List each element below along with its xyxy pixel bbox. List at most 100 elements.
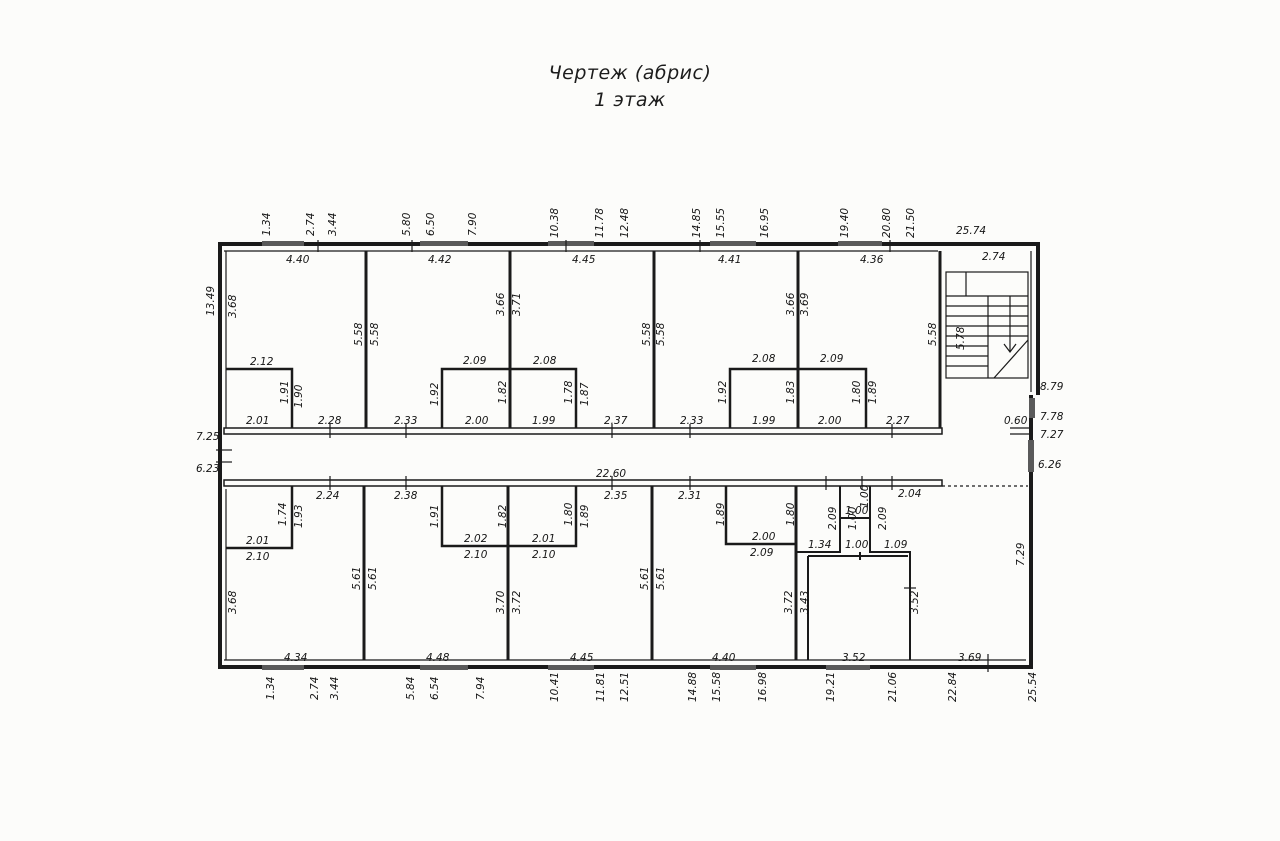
room-width: 4.40 [712,652,736,664]
closet-dim: 1.09 [884,539,908,551]
closet-dim: 1.82 [497,504,509,528]
corridor-side-dim: 2.31 [678,490,701,502]
window-right-lower [1028,440,1034,472]
right-label-1: 8.79 [1040,381,1064,393]
closet-dim: 1.80 [785,502,797,526]
bottom-partitions [226,486,911,660]
closet-dim: 2.09 [827,506,839,530]
top-tick-label: 21.50 [905,208,917,238]
bottom-tick-label: 3.44 [329,677,341,700]
right-label-2: 7.78 [1040,411,1064,423]
window-right-upper [1029,398,1035,418]
left-corridor-lower: 6.23 [196,463,219,475]
left-overall-height: 13.49 [205,286,217,316]
closet-dim: 2.08 [533,355,557,367]
windows-top [262,241,882,246]
closet-dim: 1.89 [579,504,591,528]
corridor-walls [223,427,1028,487]
bottom-tick-label: 2.74 [309,677,321,700]
closet-dim: 2.02 [464,533,488,545]
closet-dim: 1.00 [859,484,871,508]
closet-width: 2.10 [246,551,270,563]
room-height: 5.78 [955,326,967,350]
dimension-ticks [317,240,989,672]
room-height: 5.61 [351,567,363,590]
top-tick-label: 7.90 [467,212,479,236]
room-height: 3.52 [909,590,921,614]
top-tick-label: 1.34 [261,213,273,236]
staircase [945,271,1029,379]
closet-dim: 1.34 [808,539,831,551]
inner-outline [224,250,1032,661]
outer-walls [218,242,1040,669]
room-height: 3.72 [511,590,523,614]
closet-dim: 1.00 [847,506,859,530]
bottom-tick-label: 6.54 [429,677,441,700]
room-height: 3.69 [799,292,811,316]
bottom-tick-label: 16.98 [757,672,769,702]
top-tick-label: 19.40 [839,208,851,238]
corridor-side-dim: 2.00 [818,415,842,427]
corridor-side-dim: 2.00 [465,415,489,427]
windows-bottom [262,665,870,670]
closet-dim: 1.91 [429,505,441,528]
room-height: 3.68 [227,294,239,318]
bottom-tick-label: 15.58 [711,672,723,702]
corridor-side-dim: 2.04 [898,488,921,500]
closet-dim: 2.09 [820,353,844,365]
closet-dim: 1.78 [563,380,575,404]
room-height: 3.71 [511,293,523,316]
room-height: 3.72 [783,590,795,614]
drawing-title: Чертеж (абрис) 1 этаж [500,60,760,114]
room-height: 3.68 [227,590,239,614]
corridor-side-dim: 2.24 [316,490,339,502]
closet-dim: 1.87 [579,382,591,406]
right-label-4: 6.26 [1038,459,1062,471]
closet-dim: 1.80 [851,380,863,404]
closet-dim: 1.91 [279,381,291,404]
closet-dim: 1.83 [785,381,797,404]
room-height: 5.58 [927,322,939,346]
closet-dim: 1.00 [845,539,869,551]
closet-dim: 1.90 [293,384,305,408]
room-height: 5.58 [655,322,667,346]
closet-dim: 1.82 [497,380,509,404]
bottom-tick-label: 1.34 [265,677,277,700]
right-label-3: 7.27 [1040,429,1064,441]
room-width: 4.45 [572,254,596,266]
closet-dim: 2.09 [463,355,487,367]
corridor-side-dim: 2.38 [394,490,418,502]
bottom-tick-label: 10.41 [549,672,561,702]
closet-width: 2.09 [750,547,774,559]
room-height: 5.58 [641,322,653,346]
closet-dim: 2.12 [250,356,274,368]
room-height: 3.70 [495,590,507,614]
room-height: 5.58 [353,322,365,346]
bottom-tick-label: 21.06 [887,672,899,702]
top-tick-label: 15.55 [715,208,727,238]
top-partitions [226,251,942,428]
room-height: 3.66 [495,292,507,316]
title-line-1: Чертеж (абрис) [548,62,712,84]
closet-dim: 2.09 [877,506,889,530]
bottom-tick-label: 22.84 [947,672,959,702]
room-width: 2.74 [982,251,1005,263]
bottom-tick-label: 7.94 [475,677,487,700]
corridor-side-dim: 2.37 [604,415,628,427]
room-height: 5.61 [655,567,667,590]
room-width: 3.69 [958,652,982,664]
room-height: 7.29 [1015,542,1027,566]
bottom-tick-label: 25.54 [1027,672,1039,702]
top-tick-label: 2.74 [305,213,317,236]
bottom-room-labels: 2.24 2.38 2.35 2.31 2.04 2.01 1.74 1.93 … [227,484,1027,664]
closet-dim: 2.01 [532,533,555,545]
room-height: 3.66 [785,292,797,316]
room-height: 5.58 [369,322,381,346]
side-labels: 13.49 7.25 6.23 8.79 7.78 7.27 6.26 0.60 [196,286,1064,475]
closet-dim: 2.00 [752,531,776,543]
closet-dim: 1.80 [563,502,575,526]
corridor-side-dim: 2.33 [680,415,703,427]
bottom-tick-label: 12.51 [619,672,631,702]
